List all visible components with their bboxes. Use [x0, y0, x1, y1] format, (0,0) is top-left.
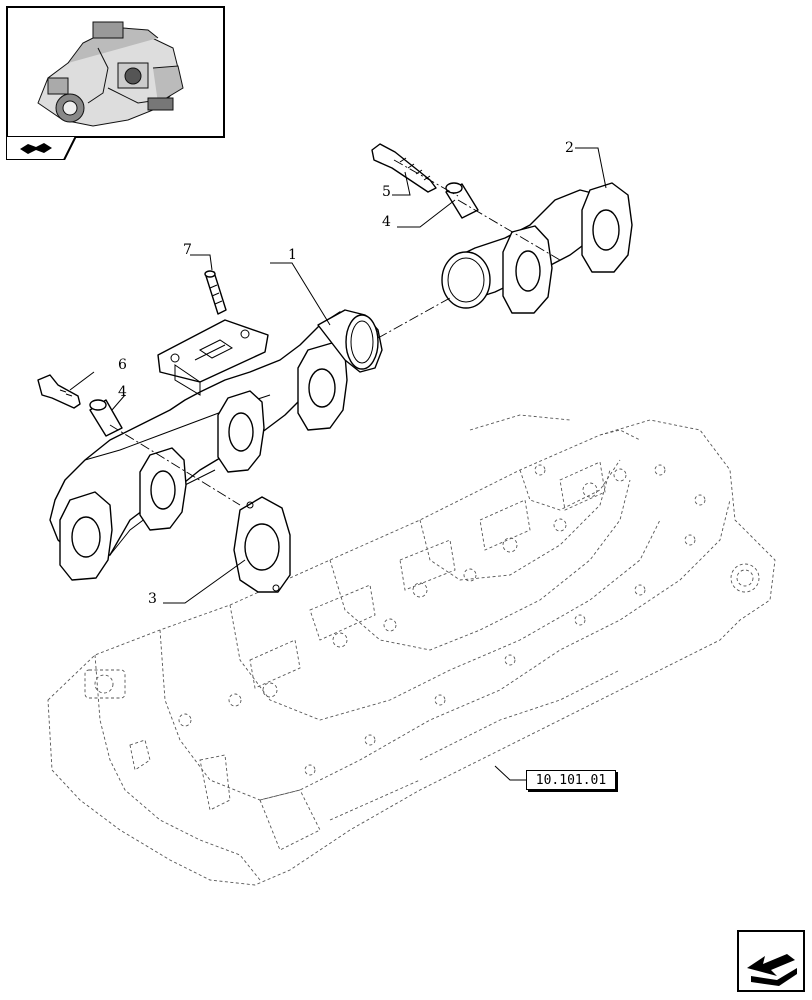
callout-part-4-upper[interactable]: 4 [382, 214, 391, 230]
gasket-part[interactable] [233, 496, 291, 593]
assembly-tab[interactable] [5, 135, 78, 161]
callout-part-2[interactable]: 2 [565, 140, 574, 156]
callout-part-7[interactable]: 7 [183, 242, 192, 258]
spacer-part-upper[interactable] [445, 182, 479, 219]
spacer-part-lower[interactable] [89, 399, 123, 437]
engine-thumbnail-icon [37, 21, 184, 127]
callout-part-5[interactable]: 5 [382, 184, 391, 200]
engine-thumbnail[interactable] [6, 6, 225, 138]
next-page-button[interactable] [737, 930, 805, 992]
callout-part-6[interactable]: 6 [118, 357, 127, 373]
bolt-part-6[interactable] [37, 374, 81, 409]
callout-part-3[interactable]: 3 [148, 591, 157, 607]
exhaust-manifold-part[interactable] [49, 309, 383, 581]
reference-link-box[interactable]: 10.101.01 [526, 770, 616, 790]
cylinder-head-ghost [47, 414, 776, 886]
manifold-elbow-part[interactable] [441, 182, 633, 314]
next-page-arrow-icon [737, 930, 805, 992]
callout-part-1[interactable]: 1 [288, 247, 297, 263]
stud-part-7[interactable] [204, 270, 227, 315]
assembly-tab-icon [5, 135, 78, 161]
callout-part-4-lower[interactable]: 4 [118, 384, 127, 400]
stud-part-5[interactable] [371, 143, 437, 193]
